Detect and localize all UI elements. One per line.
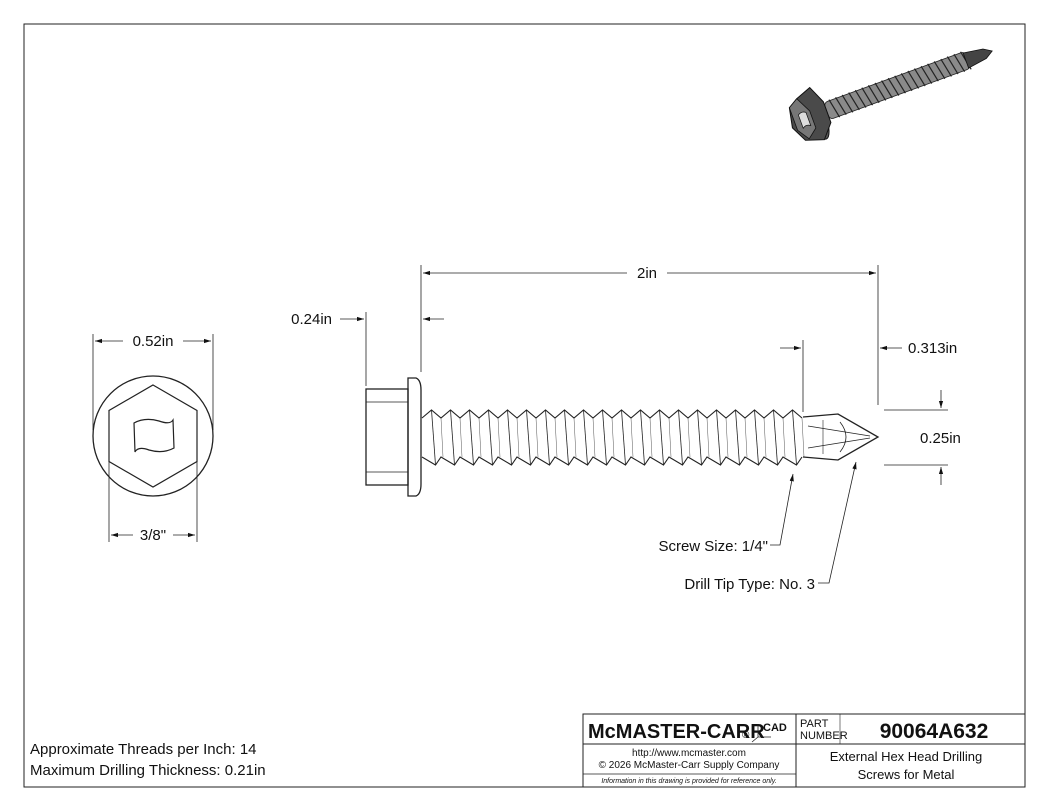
part-label: PART xyxy=(800,718,829,730)
cad-axes-icon xyxy=(751,724,771,743)
dim-overall-length: 2in xyxy=(637,265,657,282)
side-view: 2in 0.24in 0.313in 0.25in Screw Size: 1/… xyxy=(291,265,961,593)
note-threads-per-inch: Approximate Threads per Inch: 14 xyxy=(30,741,257,758)
description-line-2: Screws for Metal xyxy=(858,767,955,782)
flange xyxy=(407,377,422,497)
title-block: McMASTER-CARR ® CAD PART NUMBER 90064A63… xyxy=(582,713,1026,788)
callout-drill-tip-type: Drill Tip Type: No. 3 xyxy=(684,576,815,593)
copyright-text: © 2026 McMaster-Carr Supply Company xyxy=(599,760,780,771)
dim-head-height: 0.24in xyxy=(291,311,332,328)
website-link[interactable]: http://www.mcmaster.com xyxy=(632,748,746,759)
description-line-1: External Hex Head Drilling xyxy=(830,749,982,764)
drill-tip xyxy=(802,413,880,461)
callout-screw-size: Screw Size: 1/4" xyxy=(658,538,768,555)
flange-circle xyxy=(92,375,214,497)
sheet-border xyxy=(23,23,1026,788)
recess-shape xyxy=(133,417,175,453)
cad-mark: CAD xyxy=(763,722,787,734)
mcmaster-logo: McMASTER-CARR xyxy=(588,721,765,743)
dim-flange-diameter: 0.52in xyxy=(133,333,174,350)
logo-registered-mark: ® xyxy=(742,730,750,741)
note-max-drilling-thickness: Maximum Drilling Thickness: 0.21in xyxy=(30,762,266,779)
hex-head xyxy=(365,388,409,486)
dim-drill-tip-length: 0.313in xyxy=(908,340,957,357)
dim-drill-tip-diameter: 0.25in xyxy=(920,430,961,447)
leader-screw-size xyxy=(770,473,794,546)
disclaimer-text: Information in this drawing is provided … xyxy=(601,778,776,785)
thread-shank xyxy=(421,409,805,466)
hex-outline xyxy=(108,384,198,488)
end-view: 0.52in 3/8" xyxy=(92,333,214,544)
number-label: NUMBER xyxy=(800,730,848,742)
leader-drill-tip-type xyxy=(818,461,857,584)
isometric-view xyxy=(788,48,993,141)
part-number: 90064A632 xyxy=(880,720,989,743)
dim-hex-width: 3/8" xyxy=(140,527,166,544)
